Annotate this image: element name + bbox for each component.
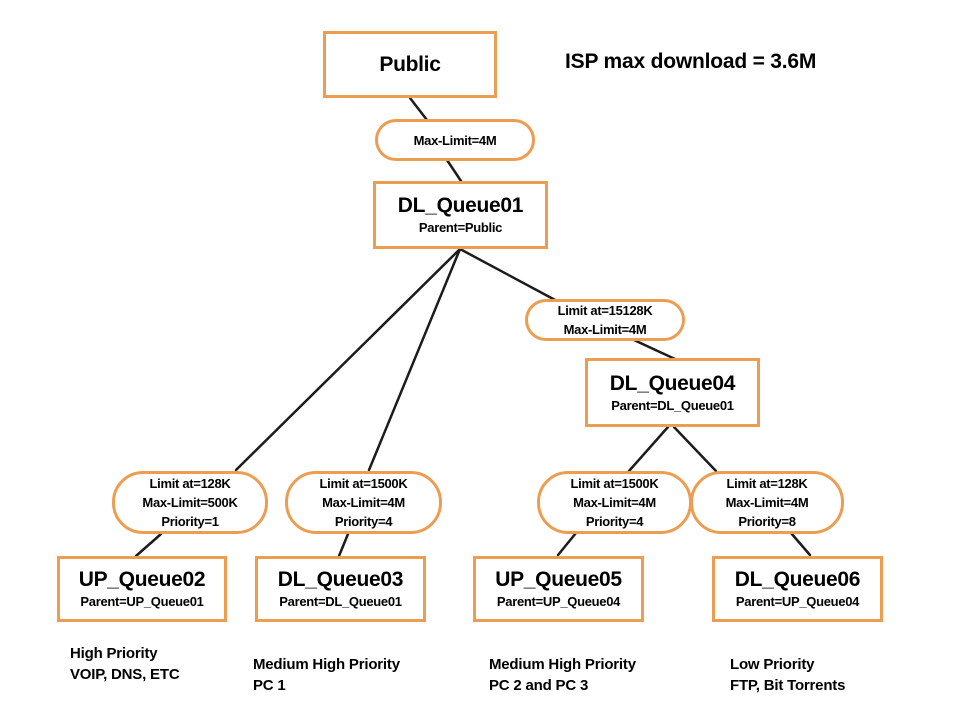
limit-line: Max-Limit=4M bbox=[563, 322, 647, 337]
node-dl-queue06: DL_Queue06 Parent=UP_Queue04 bbox=[712, 556, 883, 622]
edge-q05limit-up05 bbox=[556, 531, 578, 557]
node-dl-queue06-parent: Parent=UP_Queue04 bbox=[735, 594, 860, 609]
caption-line1: Low Priority bbox=[730, 656, 815, 673]
caption-low-priority: Low Priority FTP, Bit Torrents bbox=[730, 654, 845, 696]
limit-ellipse-q06: Limit at=128K Max-Limit=4M Priority=8 bbox=[690, 471, 844, 534]
edge-public-rootlimit bbox=[408, 96, 429, 122]
limit-line: Limit at=128K bbox=[726, 476, 808, 491]
node-up-queue02-parent: Parent=UP_Queue01 bbox=[80, 594, 204, 609]
caption-line1: High Priority bbox=[70, 645, 158, 662]
limit-line: Limit at=15128K bbox=[557, 303, 653, 318]
node-up-queue05-title: UP_Queue05 bbox=[495, 568, 622, 591]
node-up-queue05-parent: Parent=UP_Queue04 bbox=[496, 594, 621, 609]
limit-line: Limit at=1500K bbox=[570, 476, 659, 491]
node-dl-queue01: DL_Queue01 Parent=Public bbox=[373, 181, 548, 249]
caption-line2: FTP, Bit Torrents bbox=[730, 677, 846, 694]
limit-line: Limit at=1500K bbox=[319, 476, 408, 491]
edge-rootlimit-dl01 bbox=[445, 158, 463, 183]
edge-dl04limit-dl04 bbox=[632, 338, 677, 361]
node-public: Public bbox=[323, 31, 497, 98]
node-up-queue05: UP_Queue05 Parent=UP_Queue04 bbox=[473, 556, 644, 622]
limit-line: Priority=4 bbox=[585, 514, 644, 529]
caption-line1: Medium High Priority bbox=[489, 656, 636, 673]
limit-ellipse-q02: Limit at=128K Max-Limit=500K Priority=1 bbox=[112, 471, 268, 534]
node-dl-queue06-title: DL_Queue06 bbox=[734, 568, 861, 591]
limit-line: Max-Limit=4M bbox=[725, 495, 809, 510]
limit-line: Max-Limit=4M bbox=[573, 495, 656, 510]
caption-line1: Medium High Priority bbox=[253, 656, 400, 673]
node-dl-queue04: DL_Queue04 Parent=DL_Queue01 bbox=[585, 358, 760, 427]
limit-line: Max-Limit=4M bbox=[413, 132, 497, 148]
edge-dl04-q06limit bbox=[672, 425, 718, 473]
limit-line: Priority=1 bbox=[161, 514, 219, 529]
limit-ellipse-q05: Limit at=1500K Max-Limit=4M Priority=4 bbox=[537, 471, 692, 534]
node-dl-queue04-parent: Parent=DL_Queue01 bbox=[611, 397, 734, 413]
limit-line: Priority=4 bbox=[334, 514, 393, 529]
caption-line2: PC 1 bbox=[253, 677, 286, 694]
caption-medium-high-priority-pc1: Medium High Priority PC 1 bbox=[253, 654, 400, 696]
node-dl-queue03-parent: Parent=DL_Queue01 bbox=[279, 594, 402, 609]
limit-ellipse-q03: Limit at=1500K Max-Limit=4M Priority=4 bbox=[285, 471, 442, 534]
caption-medium-high-priority-pc23: Medium High Priority PC 2 and PC 3 bbox=[489, 654, 636, 696]
edge-q06limit-dl06 bbox=[789, 531, 812, 557]
node-dl-queue04-title: DL_Queue04 bbox=[609, 371, 736, 395]
edge-dl01-q02limit bbox=[234, 247, 462, 472]
limit-line: Max-Limit=500K bbox=[142, 495, 238, 510]
limit-line: Max-Limit=4M bbox=[322, 495, 405, 510]
edge-dl01-dl04limit bbox=[458, 247, 559, 303]
node-up-queue02: UP_Queue02 Parent=UP_Queue01 bbox=[57, 556, 227, 622]
edge-q02limit-up02 bbox=[134, 532, 163, 558]
node-public-title: Public bbox=[379, 52, 441, 76]
limit-line: Limit at=128K bbox=[149, 476, 231, 491]
edge-dl01-q03limit bbox=[367, 247, 462, 472]
caption-line2: PC 2 and PC 3 bbox=[489, 677, 589, 694]
limit-ellipse-dl04: Limit at=15128K Max-Limit=4M bbox=[525, 299, 685, 341]
caption-line2: VOIP, DNS, ETC bbox=[70, 666, 180, 683]
node-dl-queue01-title: DL_Queue01 bbox=[397, 194, 524, 217]
node-dl-queue03-title: DL_Queue03 bbox=[277, 568, 404, 591]
limit-line: Priority=8 bbox=[738, 514, 796, 529]
caption-high-priority: High Priority VOIP, DNS, ETC bbox=[70, 643, 180, 685]
edge-q03limit-dl03 bbox=[337, 532, 350, 558]
limit-ellipse-root: Max-Limit=4M bbox=[375, 119, 535, 161]
edge-dl04-q05limit bbox=[627, 425, 670, 473]
node-dl-queue01-parent: Parent=Public bbox=[418, 220, 503, 235]
node-dl-queue03: DL_Queue03 Parent=DL_Queue01 bbox=[255, 556, 426, 622]
isp-max-download-note: ISP max download = 3.6M bbox=[565, 50, 817, 73]
node-up-queue02-title: UP_Queue02 bbox=[78, 568, 206, 591]
